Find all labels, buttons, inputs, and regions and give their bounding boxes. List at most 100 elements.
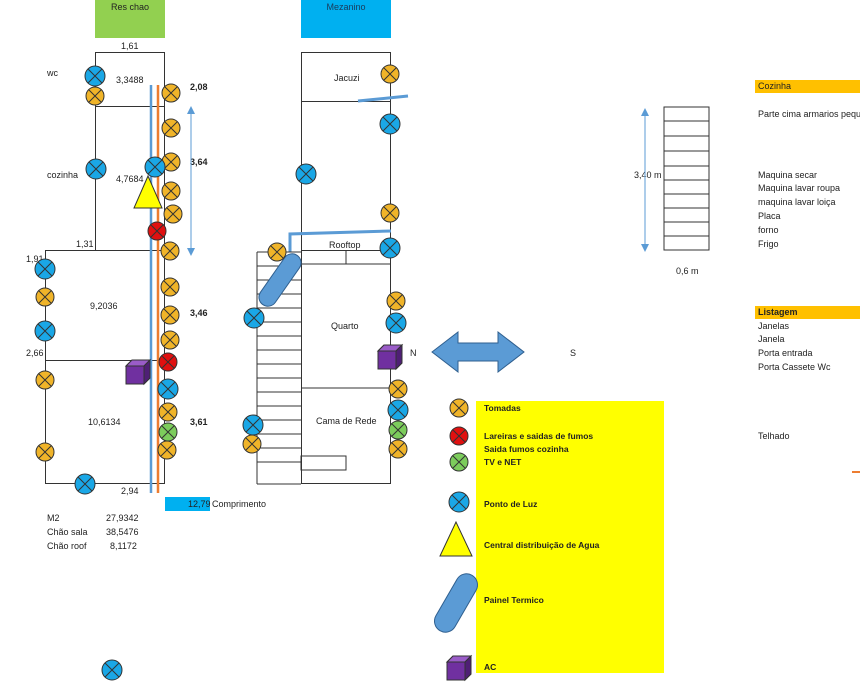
wc-label: wc: [47, 68, 58, 78]
legend-lareira-icon: [449, 426, 469, 446]
luz-icon: [295, 163, 317, 185]
sala-height-2: 3,61: [190, 417, 208, 427]
legend-luz: Ponto de Luz: [484, 499, 538, 509]
luz-icon: [157, 378, 179, 400]
legend-tv: TV e NET: [484, 457, 522, 467]
luz-icon: [84, 65, 106, 87]
legend-agua-icon: [439, 520, 473, 557]
luz-icon: [85, 158, 107, 180]
agua-icon: [133, 174, 163, 209]
legend-tomadas: Tomadas: [484, 403, 521, 413]
tomada-icon: [157, 440, 177, 460]
north-label: N: [410, 348, 417, 358]
sala-area-1: 9,2036: [90, 301, 118, 311]
ac-icon: [377, 344, 403, 370]
tomada-icon: [35, 287, 55, 307]
luz-icon: [34, 320, 56, 342]
legend-painel: Painel Termico: [484, 595, 544, 605]
listagem-item: Porta entrada: [758, 348, 813, 358]
total-value-roof: 8,1172: [110, 541, 137, 551]
cozinha-list-header: Cozinha: [758, 81, 792, 91]
legend-painel-icon: [434, 573, 478, 633]
total-value-sala: 38,5476: [106, 527, 139, 537]
sala-room-lower: [45, 360, 165, 484]
mezanino-header: Mezanino: [326, 2, 366, 12]
sala-top-label: 1,91: [26, 254, 44, 264]
cozinha-list-item: Frigo: [758, 239, 779, 249]
luz-icon: [379, 113, 401, 135]
legend-lareiras: Lareiras e saidas de fumos: [484, 431, 594, 441]
cozinha-list-item: forno: [758, 225, 779, 235]
listagem-item: Porta Cassete Wc: [758, 362, 831, 372]
tomada-icon: [35, 442, 55, 462]
cabinet-width-label: 0,6 m: [676, 266, 699, 276]
luz-icon: [242, 414, 264, 436]
tomada-icon: [242, 434, 262, 454]
tomada-icon: [160, 241, 180, 261]
total-label-roof: Chão roof: [47, 541, 87, 551]
cozinha-list-header-bg: [755, 80, 860, 93]
mezanino-header-bg: [301, 0, 391, 38]
wc-area: 3,3488: [116, 75, 144, 85]
cozinha-list-item: Maquina secar: [758, 170, 818, 180]
tomada-icon: [388, 439, 408, 459]
tv-icon: [388, 420, 408, 440]
cozinha-list-item: Placa: [758, 211, 781, 221]
tomada-icon: [160, 330, 180, 350]
legend-agua: Central distribuição de Agua: [484, 540, 600, 550]
luz-icon: [379, 237, 401, 259]
legend-tv-icon: [449, 452, 469, 472]
res-chao-header: Res chao: [110, 2, 150, 12]
jacuzi-label: Jacuzi: [334, 73, 360, 83]
luz-icon: [101, 659, 123, 681]
luz-icon: [385, 312, 407, 334]
res-chao-header-bg: [95, 0, 165, 38]
listagem-header: Listagem: [758, 307, 798, 317]
luz-icon: [74, 473, 96, 495]
sala-area-2: 10,6134: [88, 417, 121, 427]
listagem-item: Janela: [758, 334, 785, 344]
tomada-icon: [160, 305, 180, 325]
legend-tomada-icon: [449, 398, 469, 418]
tomada-icon: [267, 242, 287, 262]
ac-icon: [125, 359, 151, 385]
tomada-icon: [388, 379, 408, 399]
legend-panel: [476, 401, 664, 673]
painel-termico-icon: [258, 253, 302, 307]
telhado-label: Telhado: [758, 431, 790, 441]
cozinha-area: 4,7684: [116, 174, 144, 184]
tomada-icon: [85, 86, 105, 106]
cabinet-drawing: [663, 106, 710, 251]
tomada-icon: [386, 291, 406, 311]
total-value-m2: 27,9342: [106, 513, 139, 523]
cozinha-list-item: Parte cima armarios pequ: [758, 109, 860, 119]
tomada-icon: [161, 181, 181, 201]
tomada-icon: [160, 277, 180, 297]
cozinha-width: 1,31: [76, 239, 94, 249]
length-cell-bg: [165, 497, 210, 511]
cozinha-list-item: Maquina lavar roupa: [758, 183, 841, 193]
lareira-icon: [158, 352, 178, 372]
tv-icon: [158, 422, 178, 442]
luz-icon: [34, 258, 56, 280]
tomada-icon: [158, 402, 178, 422]
quarto-label: Quarto: [331, 321, 359, 331]
cozinha-list-item: maquina lavar loiça: [758, 197, 836, 207]
sala-height-1: 3,46: [190, 308, 208, 318]
tomada-icon: [161, 83, 181, 103]
tomada-icon: [161, 118, 181, 138]
length-label: Comprimento: [212, 499, 267, 509]
lareira-icon: [147, 221, 167, 241]
legend-saida-cozinha: Saida fumos cozinha: [484, 444, 569, 454]
total-label-sala: Chão sala: [47, 527, 88, 537]
cozinha-label: cozinha: [47, 170, 79, 180]
tomada-icon: [35, 370, 55, 390]
tomada-icon: [163, 204, 183, 224]
bottom-width-label: 2,94: [121, 486, 139, 496]
cabinet-height-label: 3,40 m: [634, 170, 662, 180]
legend-ac-icon: [446, 655, 472, 681]
top-width-label: 1,61: [121, 41, 139, 51]
luz-icon: [144, 156, 166, 178]
total-label-m2: M2: [47, 513, 60, 523]
